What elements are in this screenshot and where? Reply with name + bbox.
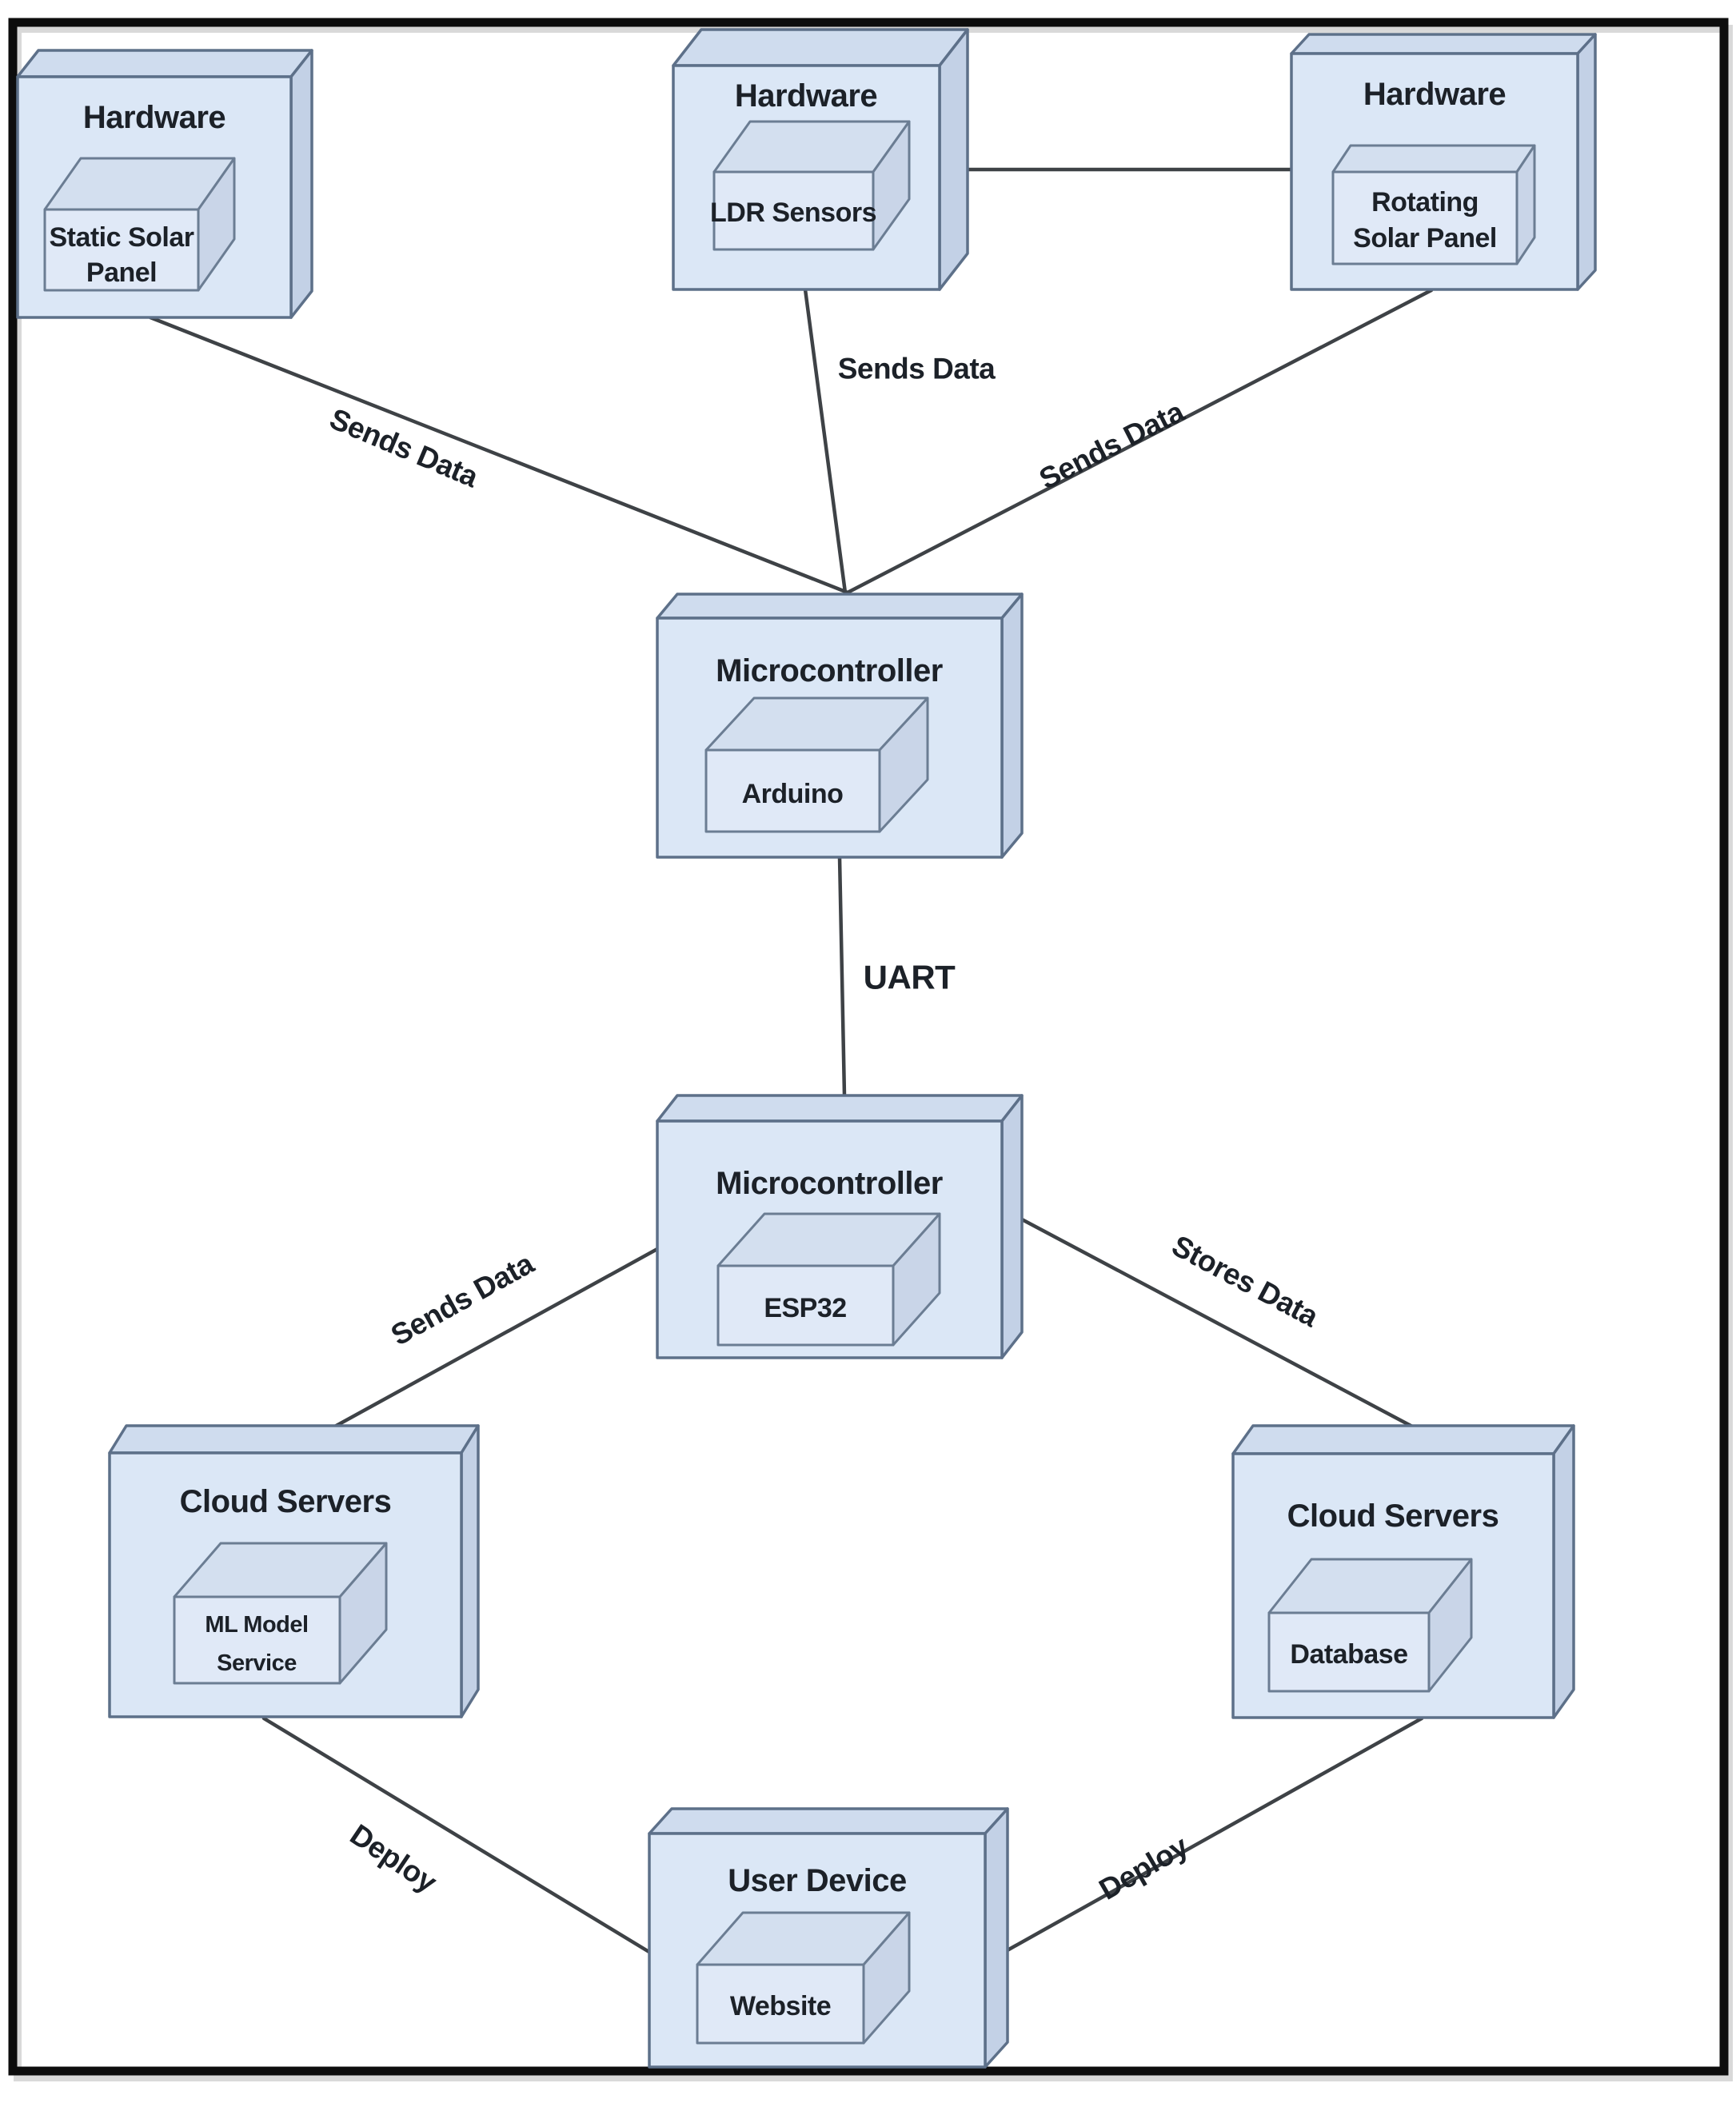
node-side-face xyxy=(984,1807,1009,2069)
artifact-front-face xyxy=(1267,1611,1431,1693)
edge-static-to-arduino xyxy=(148,315,850,595)
edge-esp32-to-ml xyxy=(329,1247,660,1431)
node-side-face xyxy=(460,1424,480,1718)
node-top-face xyxy=(108,1424,480,1455)
edge-ldr-to-arduino xyxy=(803,287,848,595)
edge-label-sends-data-right: Sends Data xyxy=(1034,395,1190,496)
node-title: Hardware xyxy=(83,100,225,135)
artifact-front-face xyxy=(43,208,200,292)
edge-label-uart: UART xyxy=(864,959,956,996)
node-side-face xyxy=(1576,33,1597,291)
node-title: Hardware xyxy=(1363,77,1506,112)
edge-label-sends-data-ml: Sends Data xyxy=(385,1247,540,1352)
node-title: Cloud Servers xyxy=(1287,1498,1499,1534)
node-title: Cloud Servers xyxy=(180,1484,392,1519)
edge-label-deploy-right: Deploy xyxy=(1094,1830,1195,1906)
artifact-static-solar-panel: Static Solar Panel xyxy=(43,157,236,292)
artifact-label-line1: Rotating xyxy=(1371,187,1479,217)
node-side-face xyxy=(1000,593,1024,859)
node-cloud-ml: Cloud Servers ML Model Service xyxy=(108,1424,480,1718)
edges xyxy=(148,167,1434,1956)
edge-label-deploy-left: Deploy xyxy=(345,1818,443,1899)
edge-esp32-to-db xyxy=(1020,1217,1418,1431)
artifact-ldr-sensors: LDR Sensors xyxy=(710,120,911,251)
node-side-face xyxy=(938,28,969,291)
node-title: Microcontroller xyxy=(716,1166,943,1201)
artifact-label-line2: Solar Panel xyxy=(1353,223,1497,253)
artifact-top-face xyxy=(1331,144,1536,174)
node-hardware-static: Hardware Static Solar Panel xyxy=(16,49,313,319)
artifact-label-line1: ML Model xyxy=(205,1612,308,1638)
artifact-front-face xyxy=(712,170,875,251)
artifact-front-face xyxy=(1331,170,1519,265)
artifact-front-face xyxy=(696,1963,865,2045)
node-side-face xyxy=(1552,1424,1575,1719)
page-frame xyxy=(8,18,1729,2076)
artifact-label-line1: Static Solar xyxy=(49,222,194,253)
page-frame-shadow xyxy=(14,25,1733,2081)
artifact-label-line1: Arduino xyxy=(742,779,844,809)
artifact-label-line2: Service xyxy=(217,1650,297,1676)
node-side-face xyxy=(289,49,313,319)
artifact-arduino: Arduino xyxy=(704,696,929,833)
artifact-website: Website xyxy=(696,1911,911,2045)
artifact-label-line2: Panel xyxy=(86,257,157,288)
node-hardware-rotating: Hardware Rotating Solar Panel xyxy=(1290,33,1597,291)
artifact-rotating-solar-panel: Rotating Solar Panel xyxy=(1331,144,1536,265)
node-top-face xyxy=(672,28,969,67)
artifact-front-face xyxy=(704,748,881,833)
node-microcontroller-esp32: Microcontroller ESP32 xyxy=(656,1094,1024,1359)
node-microcontroller-arduino: Microcontroller Arduino xyxy=(656,593,1024,859)
node-top-face xyxy=(656,593,1024,620)
artifact-front-face xyxy=(173,1595,341,1685)
node-top-face xyxy=(16,49,313,78)
node-side-face xyxy=(1000,1094,1024,1359)
edge-label-sends-data-middle: Sends Data xyxy=(838,353,996,385)
node-user-device: User Device Website xyxy=(648,1807,1009,2069)
edge-db-to-website xyxy=(1004,1716,1424,1953)
artifact-ml-model-service: ML Model Service xyxy=(173,1542,388,1685)
node-hardware-ldr: Hardware LDR Sensors xyxy=(672,28,969,291)
edge-rotating-to-arduino xyxy=(845,288,1434,595)
artifact-database: Database xyxy=(1267,1558,1473,1693)
artifact-label-line1: Website xyxy=(730,1991,831,2021)
edge-label-stores-data: Stores Data xyxy=(1167,1229,1324,1334)
artifact-label-line1: Database xyxy=(1290,1639,1407,1670)
node-title: Microcontroller xyxy=(716,653,943,688)
edge-arduino-to-esp32 xyxy=(837,855,847,1098)
node-title: User Device xyxy=(728,1863,907,1898)
node-top-face xyxy=(1290,33,1597,55)
node-top-face xyxy=(656,1094,1024,1123)
artifact-label-line1: ESP32 xyxy=(764,1293,846,1323)
artifact-label-line1: LDR Sensors xyxy=(710,198,876,228)
edge-ml-to-website xyxy=(261,1716,654,1956)
node-top-face xyxy=(1231,1424,1575,1455)
node-cloud-db: Cloud Servers Database xyxy=(1231,1424,1575,1719)
node-title: Hardware xyxy=(735,78,877,114)
node-top-face xyxy=(648,1807,1009,1835)
artifact-esp32: ESP32 xyxy=(716,1212,941,1347)
artifact-front-face xyxy=(716,1264,895,1347)
